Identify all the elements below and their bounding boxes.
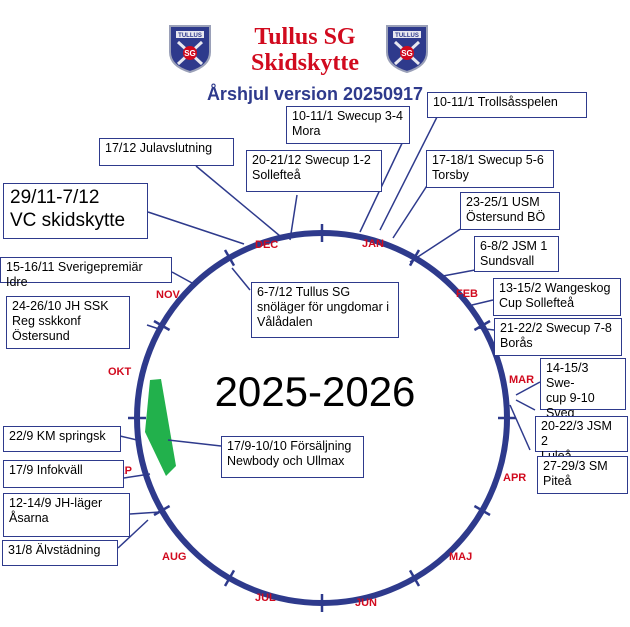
- month-jul: JUL: [255, 592, 276, 604]
- month-tick: [473, 504, 491, 517]
- title-line-1: Tullus SG: [254, 24, 356, 50]
- month-tick: [153, 504, 171, 517]
- event-swecup-9-10: 14-15/3 Swe- cup 9-10 Sveg: [540, 358, 626, 420]
- event-alvstadning: 31/8 Älvstädning: [2, 540, 118, 566]
- month-ticks: [128, 224, 516, 612]
- event-wangeskog-cup: 13-15/2 Wangeskog Cup Sollefteå: [493, 278, 621, 316]
- tullus-logo-right: TULLUS SG: [384, 22, 430, 74]
- event-swecup-7-8: 21-22/2 Swecup 7-8 Borås: [494, 318, 622, 356]
- version-label: Årshjul version 20250917: [206, 84, 424, 104]
- tullus-logo-left: TULLUS SG: [167, 22, 213, 74]
- season-year: 2025-2026: [214, 368, 416, 415]
- event-sm: 27-29/3 SM Piteå: [537, 456, 628, 494]
- month-dec: DEC: [255, 239, 279, 251]
- month-okt: OKT: [108, 366, 132, 378]
- event-km-springsk: 22/9 KM springsk: [3, 426, 121, 452]
- month-aug: AUG: [162, 551, 187, 563]
- event-jh-ssk: 24-26/10 JH SSK Reg sskkonf Östersund: [6, 296, 130, 349]
- month-nov: NOV: [156, 289, 180, 301]
- event-forsaljning: 17/9-10/10 Försäljning Newbody och Ullma…: [221, 436, 364, 478]
- event-usm: 23-25/1 USM Östersund BÖ: [460, 192, 560, 230]
- svg-text:TULLUS: TULLUS: [178, 33, 202, 39]
- month-maj: MAJ: [449, 551, 473, 563]
- event-julavslutning: 17/12 Julavslutning: [99, 138, 234, 166]
- title-line-2: Skidskytte: [250, 50, 360, 76]
- month-tick: [223, 249, 236, 267]
- event-jsm-2: 20-22/3 JSM 2 Luleå: [535, 416, 628, 463]
- event-vc-skidskytte: 29/11-7/12 VC skidskytte: [3, 183, 148, 239]
- month-mar: MAR: [509, 374, 535, 386]
- month-tick: [223, 569, 236, 587]
- event-swecup-1-2: 20-21/12 Swecup 1-2 Sollefteå: [246, 150, 382, 192]
- month-tick: [153, 319, 171, 332]
- connector-lines: [117, 116, 541, 549]
- month-apr: APR: [503, 472, 527, 484]
- month-tick: [408, 249, 421, 267]
- event-trollsasspelen: 10-11/1 Trollsåsspelen: [427, 92, 587, 118]
- svg-text:SG: SG: [184, 49, 196, 58]
- event-swecup-3-4: 10-11/1 Swecup 3-4 Mora: [286, 106, 410, 144]
- month-jan: JAN: [362, 238, 385, 250]
- event-sverigepremiar: 15-16/11 Sverigepremiär Idre: [0, 257, 172, 289]
- event-jsm-1: 6-8/2 JSM 1 Sundsvall: [474, 236, 559, 272]
- sep-oct-sector: [145, 379, 176, 476]
- svg-text:SG: SG: [401, 49, 413, 58]
- month-tick: [408, 569, 421, 587]
- month-jun: JUN: [355, 597, 378, 609]
- event-jh-lager: 12-14/9 JH-läger Åsarna: [3, 493, 130, 537]
- event-swecup-5-6: 17-18/1 Swecup 5-6 Torsby: [426, 150, 554, 188]
- svg-text:TULLUS: TULLUS: [395, 33, 419, 39]
- month-tick: [473, 319, 491, 332]
- month-feb: FEB: [456, 288, 478, 300]
- event-snolager: 6-7/12 Tullus SG snöläger för ungdomar i…: [251, 282, 399, 338]
- event-infokvall: 17/9 Infokväll: [3, 460, 124, 488]
